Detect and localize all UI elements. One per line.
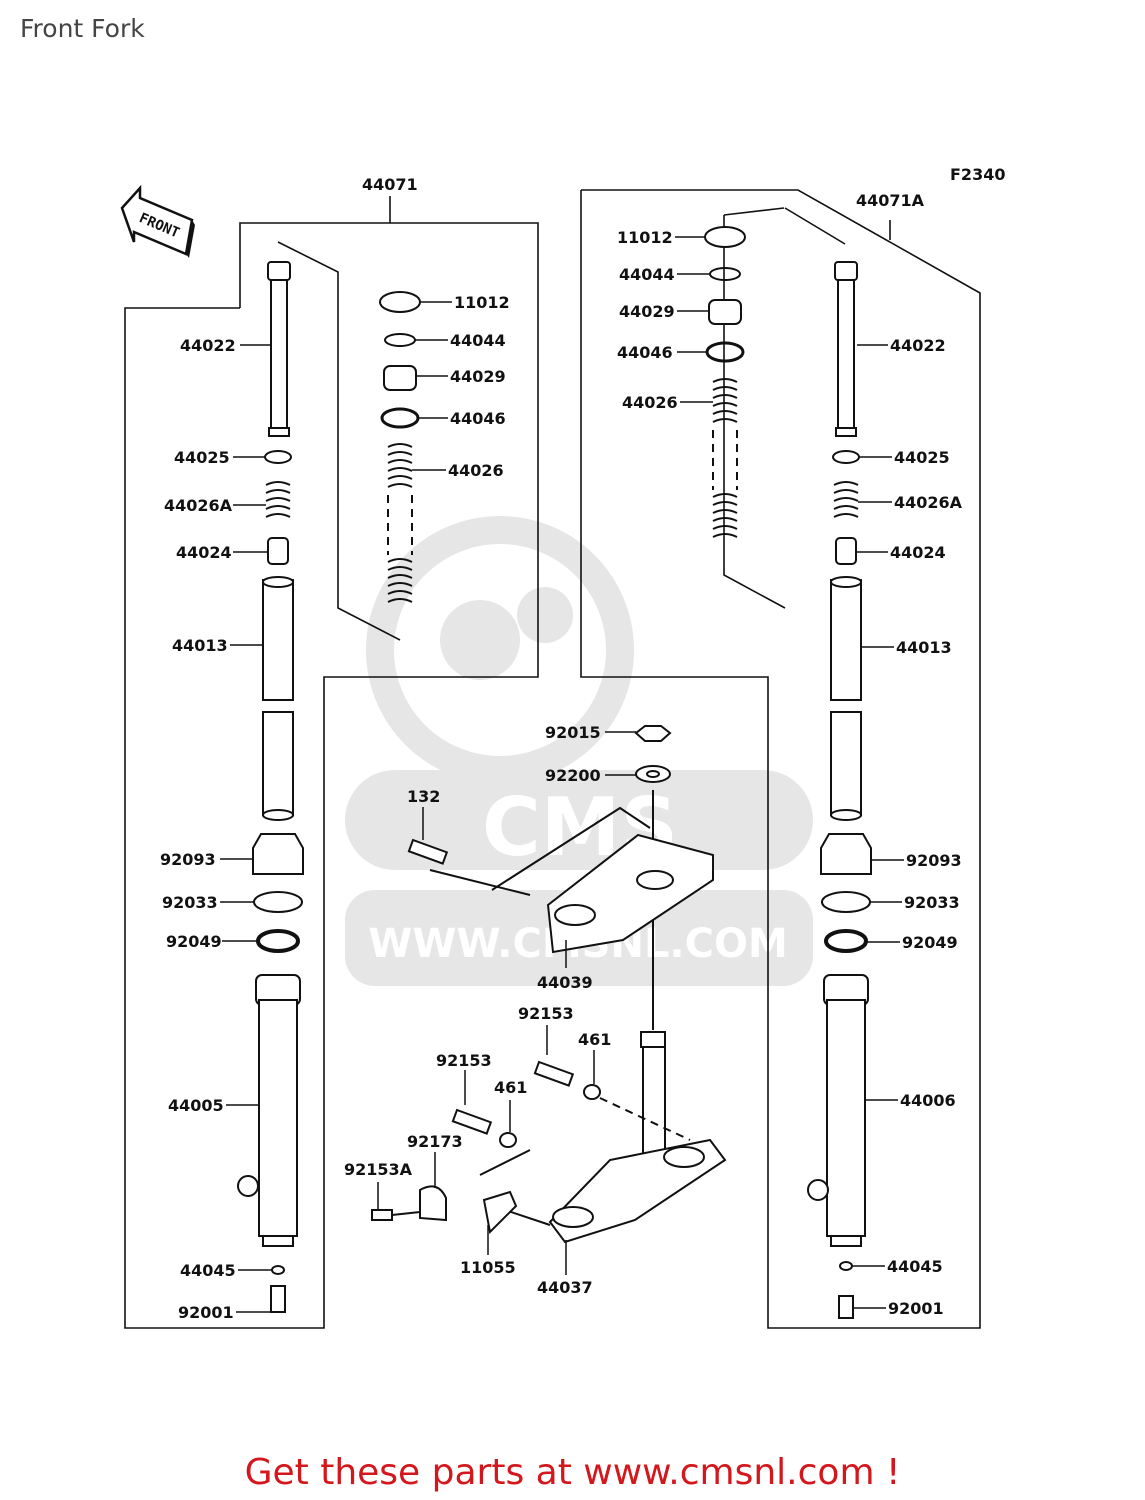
- part-label-11012-left: 11012: [454, 293, 510, 312]
- part-label-44026-left: 44026: [448, 461, 504, 480]
- part-label-92001-right: 92001: [888, 1299, 944, 1318]
- part-label-44071A: 44071A: [856, 191, 925, 210]
- part-label-44046-left: 44046: [450, 409, 506, 428]
- part-label-44029-left: 44029: [450, 367, 506, 386]
- part-label-44024-right: 44024: [890, 543, 946, 562]
- part-label-92200: 92200: [545, 766, 601, 785]
- part-label-44013-left: 44013: [172, 636, 228, 655]
- part-label-92173: 92173: [407, 1132, 463, 1151]
- front-fork-diagram: CMS WWW.CMSNL.COM FRONT: [120, 165, 1005, 1329]
- figure-code: F2340: [950, 165, 1005, 184]
- part-label-92015: 92015: [545, 723, 601, 742]
- part-label-92049-left: 92049: [166, 932, 222, 951]
- part-label-44005: 44005: [168, 1096, 224, 1115]
- part-label-461-upper: 461: [578, 1030, 611, 1049]
- left-fork-parts: [237, 261, 421, 1313]
- part-label-44026-right: 44026: [622, 393, 678, 412]
- part-label-44026A-left: 44026A: [164, 496, 233, 515]
- part-label-44029-right: 44029: [619, 302, 675, 321]
- part-label-44045-left: 44045: [180, 1261, 236, 1280]
- part-label-92153A: 92153A: [344, 1160, 413, 1179]
- part-label-92093-right: 92093: [906, 851, 962, 870]
- part-label-44071: 44071: [362, 175, 418, 194]
- part-label-44013-right: 44013: [896, 638, 952, 657]
- part-label-44022-left: 44022: [180, 336, 236, 355]
- part-label-92153-lower: 92153: [436, 1051, 492, 1070]
- part-label-132: 132: [407, 787, 440, 806]
- right-fork-parts: [704, 226, 872, 1319]
- part-label-92153-upper: 92153: [518, 1004, 574, 1023]
- part-label-44026A-right: 44026A: [894, 493, 963, 512]
- part-label-44022-right: 44022: [890, 336, 946, 355]
- part-label-11055: 11055: [460, 1258, 516, 1277]
- part-label-44024-left: 44024: [176, 543, 232, 562]
- part-label-92033-right: 92033: [904, 893, 960, 912]
- part-label-44006: 44006: [900, 1091, 956, 1110]
- part-label-11012-right: 11012: [617, 228, 673, 247]
- group-outlines: [124, 189, 981, 1329]
- front-arrow-icon: FRONT: [120, 184, 195, 258]
- part-label-44044-right: 44044: [619, 265, 675, 284]
- part-label-44045-right: 44045: [887, 1257, 943, 1276]
- part-label-92001-left: 92001: [178, 1303, 234, 1322]
- promo-link[interactable]: Get these parts at www.cmsnl.com !: [244, 1452, 901, 1493]
- leader-lines: [220, 236, 904, 1313]
- part-label-44037: 44037: [537, 1278, 593, 1297]
- page-title: Front Fork: [20, 14, 145, 43]
- part-label-92033-left: 92033: [162, 893, 218, 912]
- part-label-92093-left: 92093: [160, 850, 216, 869]
- part-label-44039: 44039: [537, 973, 593, 992]
- part-label-44025-left: 44025: [174, 448, 230, 467]
- part-label-92049-right: 92049: [902, 933, 958, 952]
- part-label-44046-right: 44046: [617, 343, 673, 362]
- part-label-44044-left: 44044: [450, 331, 506, 350]
- part-labels: F2340 44071 44071A 44022 44025 44026A 44…: [160, 165, 1005, 1322]
- steering-parts: [371, 725, 727, 1244]
- part-label-461-lower: 461: [494, 1078, 527, 1097]
- part-label-44025-right: 44025: [894, 448, 950, 467]
